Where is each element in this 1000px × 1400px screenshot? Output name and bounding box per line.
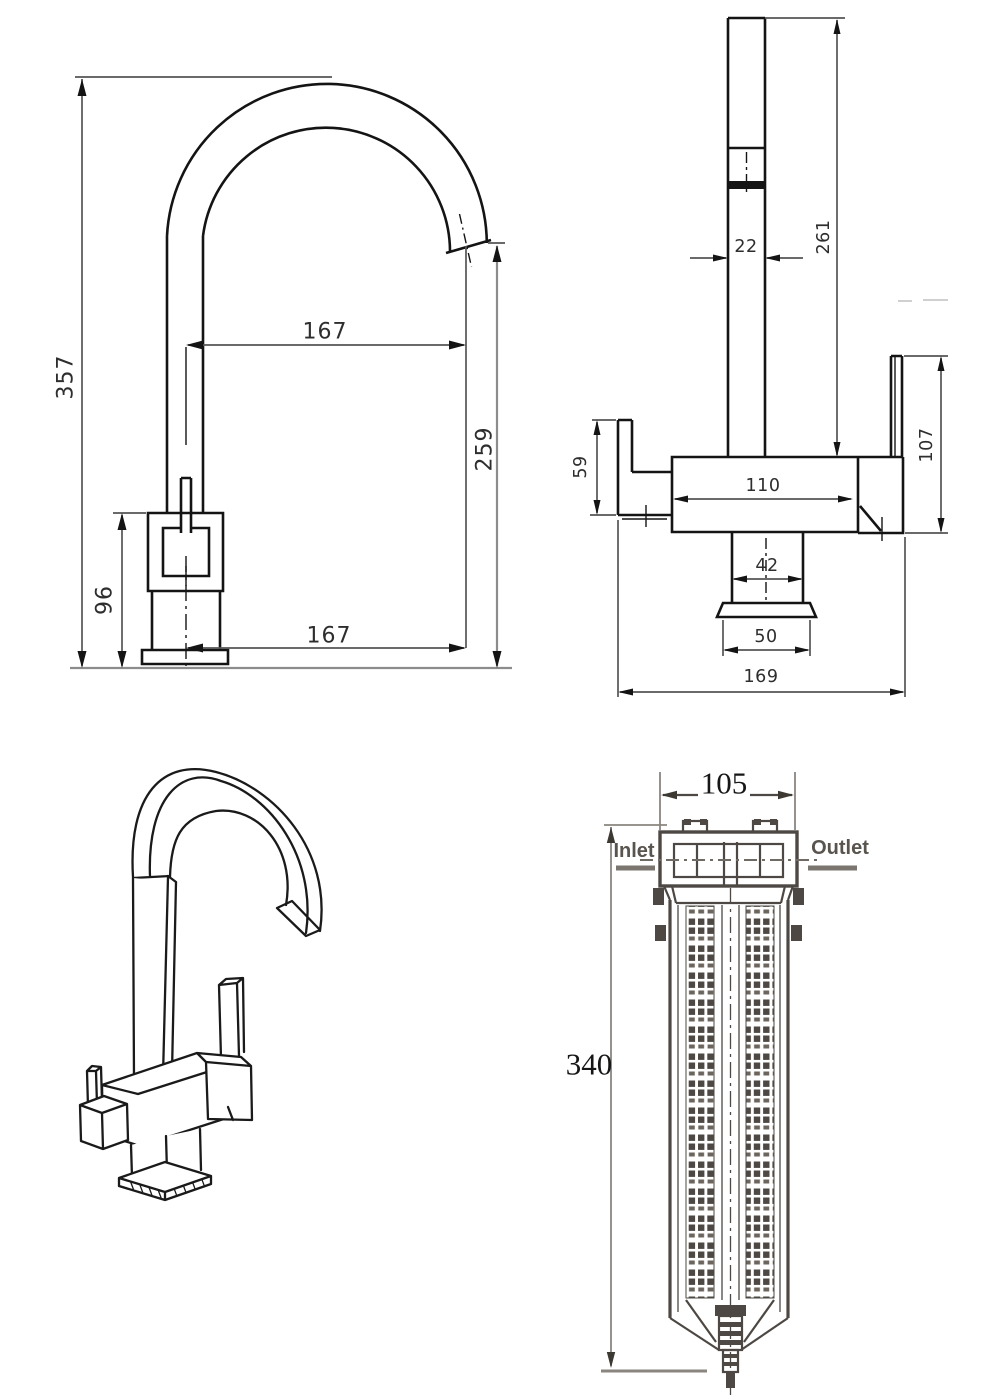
dim-neck-width: 42 bbox=[755, 556, 778, 576]
dim-filter-width: 105 bbox=[701, 766, 748, 801]
filter-stem-threads bbox=[723, 1354, 738, 1366]
spout-band-fill bbox=[132, 769, 322, 937]
riser bbox=[131, 874, 178, 1082]
dim-spout-reach-top: 167 bbox=[303, 320, 348, 345]
faucet-side-view: 357 167 259 96 167 bbox=[54, 76, 512, 670]
counter-baseline bbox=[70, 246, 512, 670]
dim-right-handle-height: 107 bbox=[917, 428, 937, 463]
dim-body-width: 110 bbox=[746, 476, 781, 496]
filter-nipple-threads bbox=[719, 1322, 742, 1345]
filter-boss-nubs bbox=[684, 819, 777, 825]
left-handle-box-fill bbox=[80, 1096, 128, 1149]
handle-block-fill bbox=[197, 1053, 252, 1120]
dim-body-height: 96 bbox=[93, 585, 118, 615]
filter-boss-left bbox=[681, 819, 709, 834]
filter-cone bbox=[669, 1299, 789, 1351]
filter-shell bbox=[668, 900, 790, 1318]
left-lever-fill bbox=[87, 1066, 102, 1107]
riser-fill bbox=[133, 878, 176, 1080]
filter-width-ext-lines bbox=[659, 772, 796, 830]
tall-lever bbox=[217, 976, 246, 1060]
dim-overall-width: 169 bbox=[744, 667, 779, 687]
left-handle-box bbox=[78, 1094, 130, 1151]
filter-shell-inner bbox=[677, 905, 781, 1312]
flange-hatch bbox=[129, 1178, 206, 1199]
spout-band bbox=[131, 767, 323, 938]
dim-spout-reach-bottom: 167 bbox=[307, 624, 352, 649]
filter-height-dim bbox=[604, 824, 667, 1366]
faucet-front-view: 22 261 59 110 107 42 50 169 bbox=[571, 16, 948, 697]
dim-outlet-height: 259 bbox=[473, 427, 498, 472]
dim-total-height: 357 bbox=[54, 355, 79, 400]
handle-block bbox=[195, 1051, 254, 1122]
filter-head-dividers bbox=[695, 842, 762, 886]
spout-outline bbox=[140, 82, 492, 666]
filter-nipple-tip bbox=[726, 1372, 735, 1388]
dim-spout-width: 22 bbox=[734, 237, 757, 257]
base-flange bbox=[117, 1160, 213, 1202]
left-lever bbox=[85, 1064, 104, 1109]
faucet-perspective-view bbox=[78, 767, 323, 1202]
filter-shoulder bbox=[662, 885, 795, 905]
side-dim-lines bbox=[75, 76, 505, 666]
outlet-label: Outlet bbox=[811, 837, 869, 859]
filter-width-arrows bbox=[661, 790, 794, 800]
front-detail-lines bbox=[622, 356, 896, 541]
filter-cartridge-view: 105 340 Inlet Outlet bbox=[566, 766, 869, 1395]
filter-lugs bbox=[653, 888, 804, 941]
filter-mesh-right bbox=[745, 905, 775, 1299]
dim-filter-height: 340 bbox=[566, 1047, 613, 1082]
dim-left-handle-height: 59 bbox=[571, 455, 591, 478]
filter-mesh-left bbox=[685, 905, 715, 1299]
front-outline bbox=[616, 16, 905, 619]
front-centerlines bbox=[745, 152, 767, 601]
dim-column-height: 261 bbox=[814, 220, 834, 255]
outlet-centerline bbox=[458, 213, 473, 268]
inlet-label: Inlet bbox=[613, 840, 654, 862]
scan-artifact bbox=[898, 299, 948, 302]
side-dim-arrows bbox=[77, 79, 502, 668]
filter-boss-right bbox=[751, 819, 779, 834]
filter-nipple-flange bbox=[715, 1305, 746, 1316]
dim-base-width: 50 bbox=[754, 627, 777, 647]
tall-lever-fill bbox=[219, 978, 244, 1058]
front-dim-lines bbox=[590, 17, 948, 697]
